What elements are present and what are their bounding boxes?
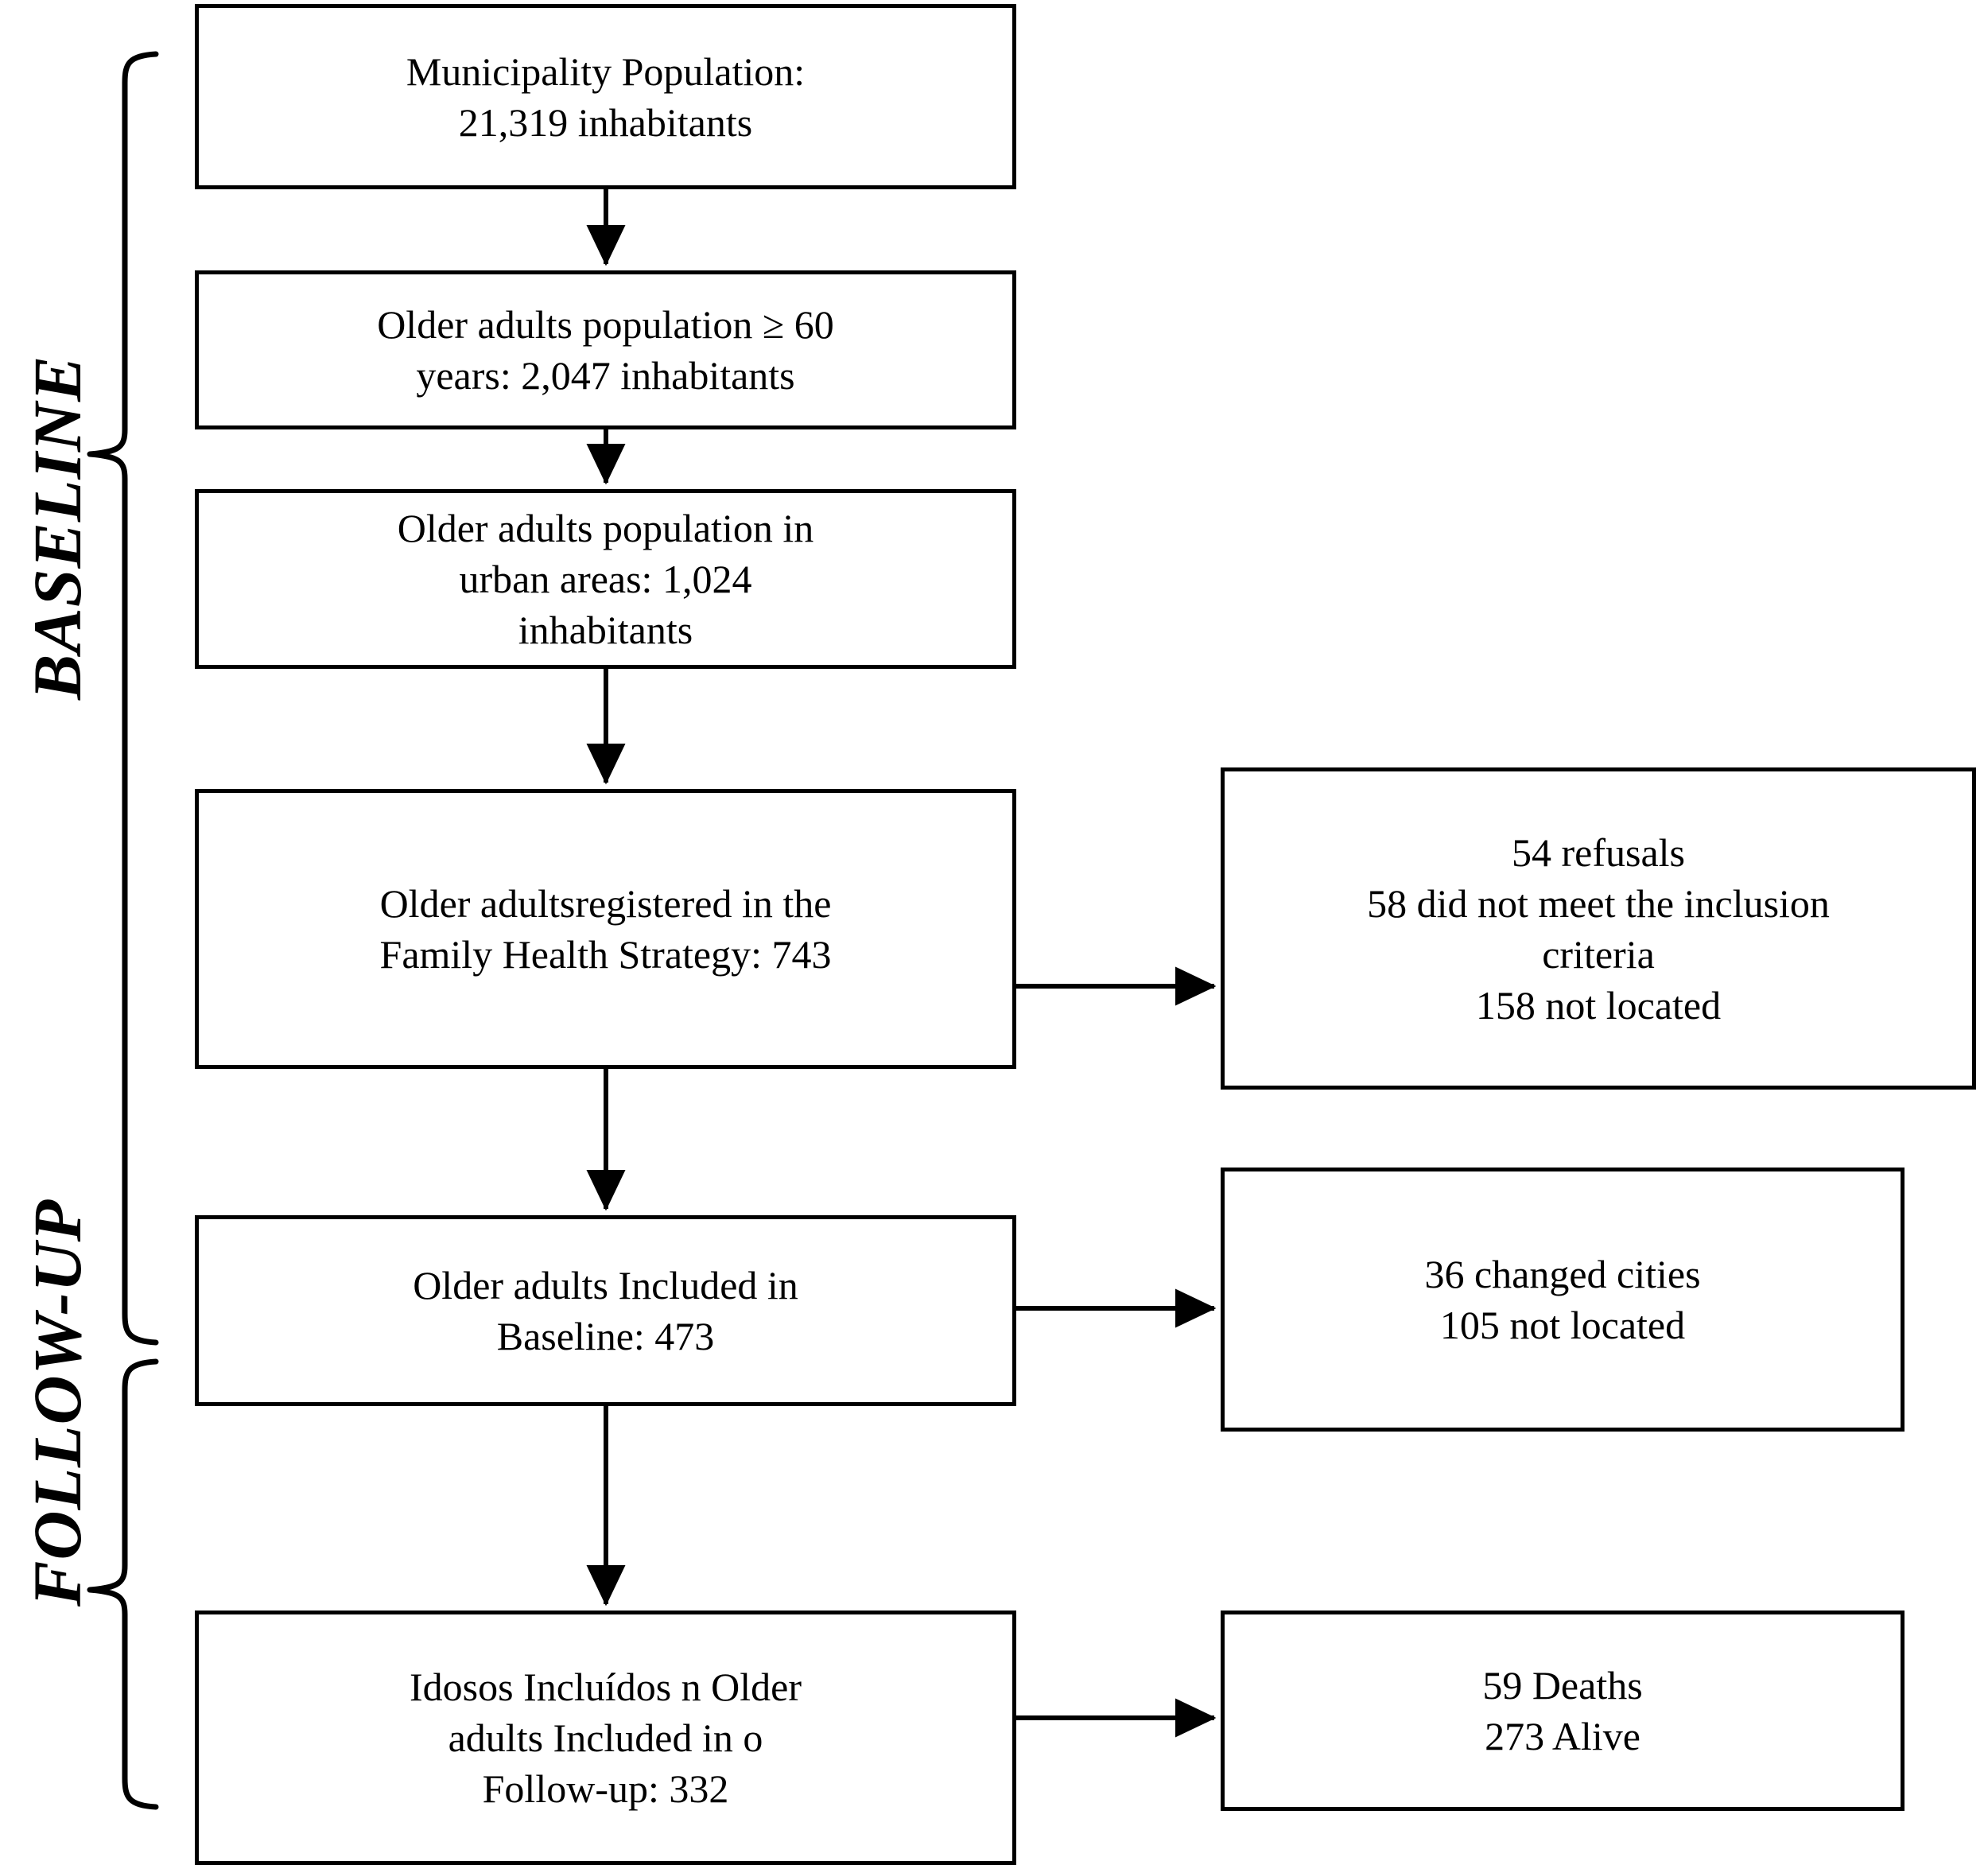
node-older-adults-60plus: Older adults population ≥ 60 years: 2,04… — [195, 270, 1016, 429]
node-included-baseline-text: Older adults Included in Baseline: 473 — [413, 1263, 798, 1358]
stage-label-followup: FOLLOW-UP — [17, 1199, 97, 1607]
stage-label-followup-text: FOLLOW-UP — [19, 1199, 95, 1607]
node-followup-outcomes: 59 Deaths 273 Alive — [1221, 1611, 1905, 1811]
node-followup-outcomes-text: 59 Deaths 273 Alive — [1482, 1663, 1643, 1758]
node-municipality-population-text: Municipality Population: 21,319 inhabita… — [406, 49, 806, 145]
node-followup-losses: 36 changed cities 105 not located — [1221, 1168, 1905, 1432]
node-baseline-exclusions: 54 refusals 58 did not meet the inclusio… — [1221, 767, 1976, 1090]
node-included-followup-text: Idosos Incluídos n Older adults Included… — [410, 1665, 802, 1811]
node-older-adults-urban-text: Older adults population in urban areas: … — [397, 506, 814, 652]
node-included-followup: Idosos Incluídos n Older adults Included… — [195, 1611, 1016, 1865]
node-registered-family-health-strategy-text: Older adultsregistered in the Family Hea… — [379, 881, 832, 977]
stage-label-baseline-text: BASELINE — [19, 355, 95, 700]
node-municipality-population: Municipality Population: 21,319 inhabita… — [195, 4, 1016, 189]
node-registered-family-health-strategy: Older adultsregistered in the Family Hea… — [195, 789, 1016, 1069]
node-followup-losses-text: 36 changed cities 105 not located — [1424, 1252, 1701, 1347]
stage-label-baseline: BASELINE — [17, 356, 97, 700]
node-older-adults-urban: Older adults population in urban areas: … — [195, 489, 1016, 669]
node-baseline-exclusions-text: 54 refusals 58 did not meet the inclusio… — [1367, 830, 1830, 1028]
node-older-adults-60plus-text: Older adults population ≥ 60 years: 2,04… — [377, 302, 834, 398]
baseline-brace — [87, 51, 159, 1346]
node-included-baseline: Older adults Included in Baseline: 473 — [195, 1215, 1016, 1406]
followup-brace — [87, 1358, 159, 1810]
